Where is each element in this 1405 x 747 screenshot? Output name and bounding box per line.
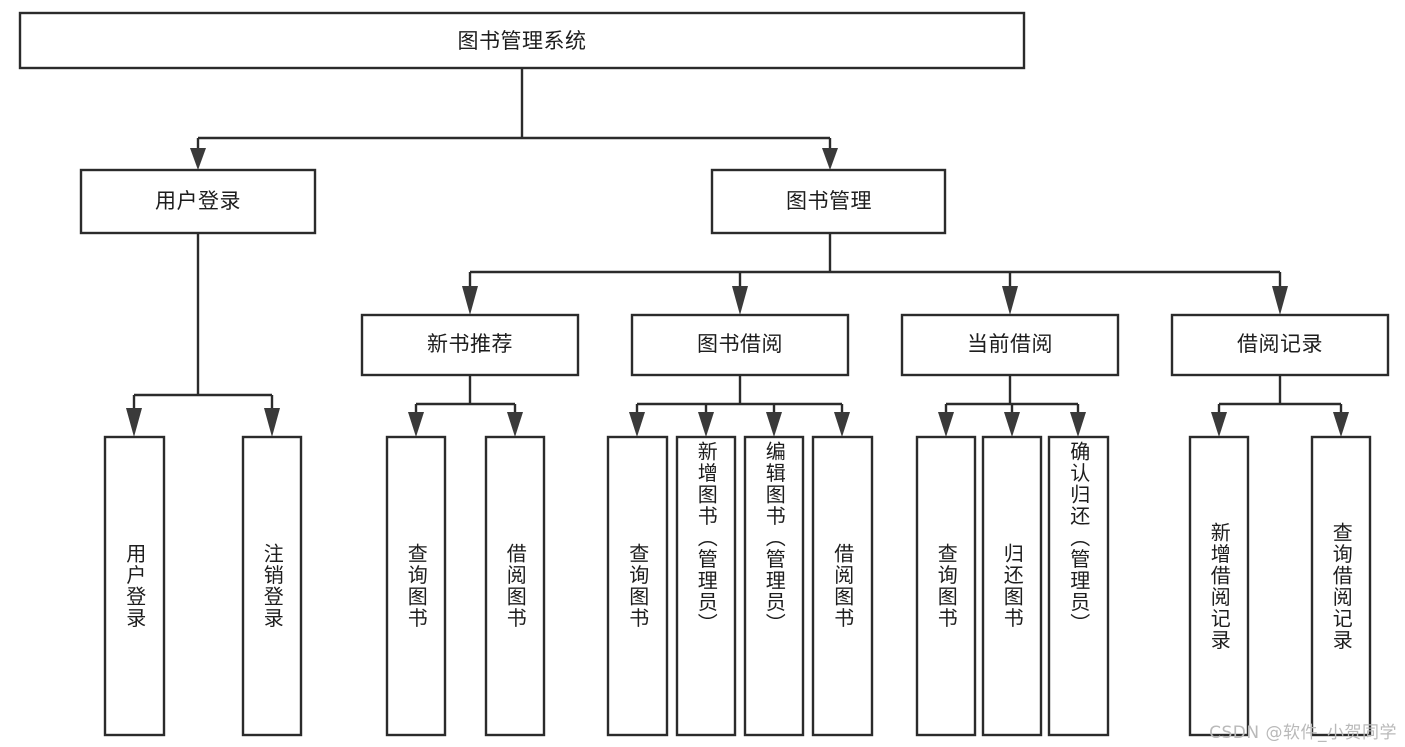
arrow-to-leaf-edit-book	[766, 412, 782, 437]
node-current-borrow[interactable]: 当前借阅	[900, 313, 1120, 377]
node-borrow-record[interactable]: 借阅记录	[1170, 313, 1390, 377]
arrow-to-leaf-query-book-2	[629, 412, 645, 437]
node-new-book-recommend-label: 新书推荐	[427, 332, 513, 356]
leaf-box-query-book-1[interactable]	[385, 435, 447, 737]
node-borrow-record-box[interactable]	[1170, 313, 1390, 377]
arrow-to-leaf-query-record	[1333, 412, 1349, 437]
node-book-management[interactable]: 图书管理	[710, 168, 947, 235]
arrow-to-new-book-rec	[462, 286, 478, 315]
arrow-to-book-mgmt	[822, 148, 838, 170]
arrow-to-user-login	[190, 148, 206, 170]
leaf-box-query-book-3[interactable]	[915, 435, 977, 737]
leaf-box-edit-book[interactable]	[743, 435, 805, 737]
arrow-to-current-borrow	[1002, 286, 1018, 315]
node-book-management-box[interactable]	[710, 168, 947, 235]
leaf-box-confirm-return[interactable]	[1047, 435, 1110, 737]
leaf-box-logout[interactable]	[241, 435, 303, 737]
leaf-box-return-book[interactable]	[981, 435, 1043, 737]
connector-layer	[126, 68, 1349, 437]
arrow-to-borrow-record	[1272, 286, 1288, 315]
arrow-to-leaf-add-record	[1211, 412, 1227, 437]
leaf-box-layer	[103, 435, 1372, 737]
node-borrow-record-label: 借阅记录	[1237, 332, 1323, 356]
arrow-to-leaf-query-book-1	[408, 412, 424, 437]
arrow-to-leaf-logout	[264, 408, 280, 437]
arrow-to-leaf-add-book	[698, 412, 714, 437]
node-book-borrow-label: 图书借阅	[697, 332, 783, 356]
leaf-box-borrow-book-2[interactable]	[811, 435, 874, 737]
leaf-box-query-book-2[interactable]	[606, 435, 669, 737]
node-user-login-box[interactable]	[79, 168, 317, 235]
arrow-to-leaf-borrow-book-2	[834, 412, 850, 437]
node-root-system-label: 图书管理系统	[458, 29, 587, 53]
leaf-box-add-book[interactable]	[675, 435, 737, 737]
leaf-box-query-record[interactable]	[1310, 435, 1372, 737]
node-root-system[interactable]: 图书管理系统	[18, 11, 1026, 70]
arrow-to-leaf-user-login	[126, 408, 142, 437]
node-current-borrow-box[interactable]	[900, 313, 1120, 377]
node-book-borrow[interactable]: 图书借阅	[630, 313, 850, 377]
leaf-box-borrow-book-1[interactable]	[484, 435, 546, 737]
arrow-to-leaf-query-book-3	[938, 412, 954, 437]
leaf-box-user-login[interactable]	[103, 435, 166, 737]
node-new-book-recommend-box[interactable]	[360, 313, 580, 377]
arrow-to-leaf-return-book	[1004, 412, 1020, 437]
node-root-system-box[interactable]	[18, 11, 1026, 70]
node-user-login[interactable]: 用户登录	[79, 168, 317, 235]
arrow-to-book-borrow	[732, 286, 748, 315]
node-book-borrow-box[interactable]	[630, 313, 850, 377]
node-book-management-label: 图书管理	[786, 189, 872, 213]
leaf-box-add-record[interactable]	[1188, 435, 1250, 737]
arrow-to-leaf-borrow-book-1	[507, 412, 523, 437]
node-new-book-recommend[interactable]: 新书推荐	[360, 313, 580, 377]
node-current-borrow-label: 当前借阅	[967, 332, 1053, 356]
node-user-login-label: 用户登录	[155, 189, 241, 213]
arrow-to-leaf-confirm-return	[1070, 412, 1086, 437]
